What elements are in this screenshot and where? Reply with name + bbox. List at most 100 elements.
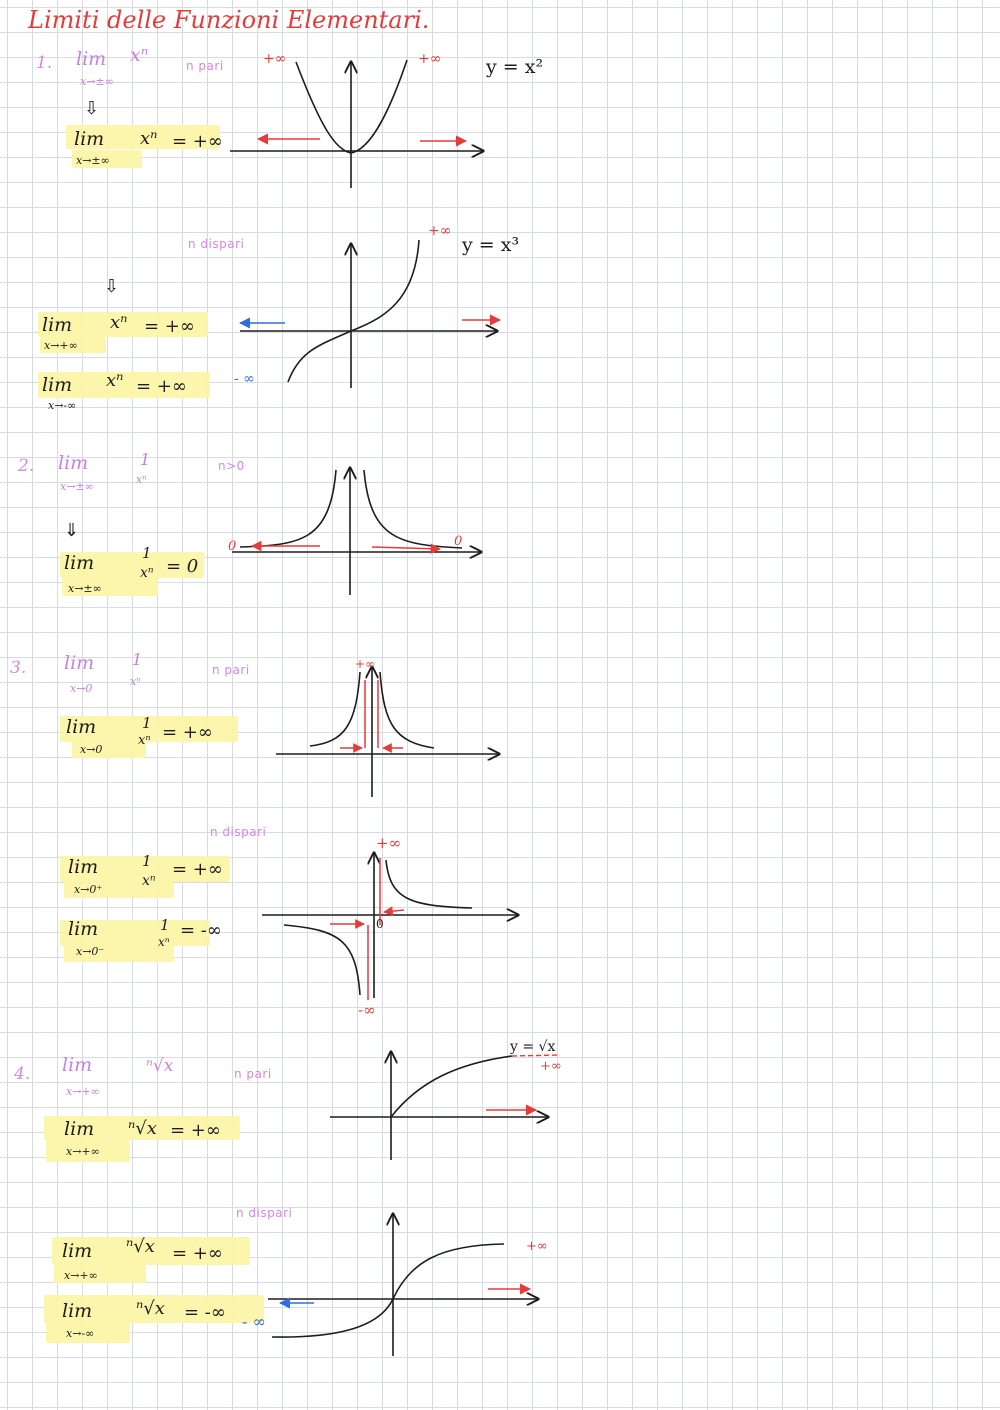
s3-r2-val: = -∞: [180, 920, 222, 941]
g5-plus-inf: +∞: [376, 834, 402, 852]
s2-lim-sub: x→±∞: [60, 480, 94, 493]
highlight-s4-r2-sub: [46, 1323, 130, 1343]
highlight-s3-r2: [60, 920, 210, 946]
s1-lim-sub: x→±∞: [80, 75, 114, 88]
g2-minus-inf: - ∞: [234, 371, 255, 387]
s2-cond: n>0: [218, 459, 245, 473]
g5-origin-zero: 0: [376, 917, 384, 931]
s1-r2-val: = +∞: [136, 376, 187, 397]
g3-left-branch: [239, 469, 337, 548]
highlight-s3-result-sub: [72, 742, 146, 758]
s4-r2-sub: x→-∞: [66, 1327, 95, 1340]
highlight-s2-result: [60, 552, 204, 578]
graph-reciprocal-pari: [276, 667, 499, 797]
g1-plus-left: +∞: [263, 51, 287, 67]
s4-lim-word: lim: [62, 1054, 93, 1076]
s1-cond-dispari: n dispari: [188, 237, 245, 251]
highlight-s3-r1-sub: [64, 882, 174, 898]
s1-r1-fn: xⁿ: [110, 312, 128, 333]
s4-result-val: = +∞: [170, 1120, 221, 1141]
s1-cond-pari: n pari: [186, 59, 224, 73]
s4-r2-val: = -∞: [184, 1302, 226, 1323]
g2-function-label: y = x³: [462, 234, 520, 256]
s4-r1-fn: ⁿ√x: [126, 1236, 155, 1257]
s3-r2-sub: x→0⁻: [76, 945, 105, 958]
g3-right-branch: [363, 469, 463, 549]
s1-lim-word: lim: [76, 48, 107, 70]
s1-implies-arrow: ⇩: [84, 98, 100, 119]
graph-root-dispari: [268, 1214, 538, 1356]
g4-plus-inf: +∞: [355, 657, 376, 671]
s1-result-sub: x→±∞: [76, 154, 110, 167]
highlight-s4-result: [44, 1116, 240, 1140]
g5-minus-inf: -∞: [358, 1001, 376, 1019]
highlight-s3-r1: [60, 856, 230, 882]
highlight-s2-result-sub: [62, 578, 158, 596]
s4-r1-lim: lim: [62, 1240, 93, 1262]
s1-r2-lim: lim: [42, 374, 73, 396]
s3-r1-lim: lim: [68, 856, 99, 878]
s2-lim-word: lim: [58, 452, 89, 474]
highlight-s3-result: [60, 716, 238, 742]
s2-implies-arrow: ⇓: [64, 520, 80, 541]
highlight-s4-r1: [52, 1237, 250, 1265]
highlight-s1-result-sub: [72, 150, 142, 168]
s1-r1-lim: lim: [42, 314, 73, 336]
g7-minus-inf: - ∞: [242, 1312, 266, 1331]
s3-fn-den: xⁿ: [130, 675, 141, 688]
s2-result-lim: lim: [64, 552, 95, 574]
g3-red-arrow-right: [371, 543, 442, 554]
s4-cond-pari: n pari: [234, 1067, 272, 1081]
g2-plus-inf: +∞: [428, 223, 452, 239]
s4-number: 4.: [14, 1064, 31, 1084]
s2-result-den: xⁿ: [140, 565, 154, 581]
g1-function-label: y = x²: [486, 56, 544, 78]
s3-result-val: = +∞: [162, 722, 213, 743]
s3-cond-pari: n pari: [212, 663, 250, 677]
s4-r1-sub: x→+∞: [64, 1269, 98, 1282]
g4-right-branch: [379, 671, 435, 749]
s2-result-val: = 0: [166, 556, 199, 577]
s3-result-num: 1: [142, 714, 152, 732]
s3-result-den: xⁿ: [138, 733, 151, 748]
s3-fn-num: 1: [132, 650, 143, 669]
highlight-s1-r1: [38, 312, 208, 337]
s3-r1-den: xⁿ: [142, 873, 156, 889]
g7-plus-inf: +∞: [526, 1239, 548, 1254]
s3-r2-num: 1: [160, 916, 170, 934]
highlight-s4-r1-sub: [54, 1265, 146, 1283]
s1-r2-fn: xⁿ: [106, 370, 124, 391]
s1-r1-sub: x→+∞: [44, 339, 78, 352]
s1-lim-fn: xⁿ: [130, 44, 149, 66]
s3-r1-num: 1: [142, 852, 152, 870]
s3-cond-dispari: n dispari: [210, 825, 267, 839]
graph-x-squared: [230, 59, 483, 188]
s3-result-sub: x→0: [80, 743, 103, 756]
s4-cond-dispari: n dispari: [236, 1206, 293, 1220]
g1-plus-right: +∞: [418, 51, 442, 67]
s1-result-fn: xⁿ: [140, 128, 158, 149]
s4-result-sub: x→+∞: [66, 1145, 100, 1158]
s4-lim-sub: x→+∞: [66, 1085, 100, 1098]
s4-r1-val: = +∞: [172, 1243, 223, 1264]
graph-reciprocal-even: [232, 468, 481, 595]
s1-number: 1.: [36, 53, 53, 73]
s3-lim-sub: x→0: [70, 682, 93, 695]
highlight-s4-r2: [44, 1295, 264, 1323]
s2-fn-den: xⁿ: [136, 473, 147, 486]
graph-x-cubed: [240, 239, 497, 388]
s4-fn: ⁿ√x: [146, 1056, 174, 1076]
s1-result-val: = +∞: [172, 131, 223, 152]
g6-plus-inf: +∞: [540, 1059, 562, 1074]
s3-r2-lim: lim: [68, 918, 99, 940]
s3-r1-sub: x→0⁺: [74, 883, 103, 896]
s1-result-lim: lim: [74, 128, 105, 150]
graph-reciprocal-dispari: [262, 853, 518, 998]
s4-r2-fn: ⁿ√x: [136, 1298, 165, 1319]
s1-r1-val: = +∞: [144, 316, 195, 337]
g6-red-dash: [511, 1054, 561, 1057]
s2-number: 2.: [18, 456, 35, 476]
highlight-s1-r2: [38, 372, 210, 398]
s3-r1-val: = +∞: [172, 859, 223, 880]
s2-result-sub: x→±∞: [68, 582, 102, 595]
